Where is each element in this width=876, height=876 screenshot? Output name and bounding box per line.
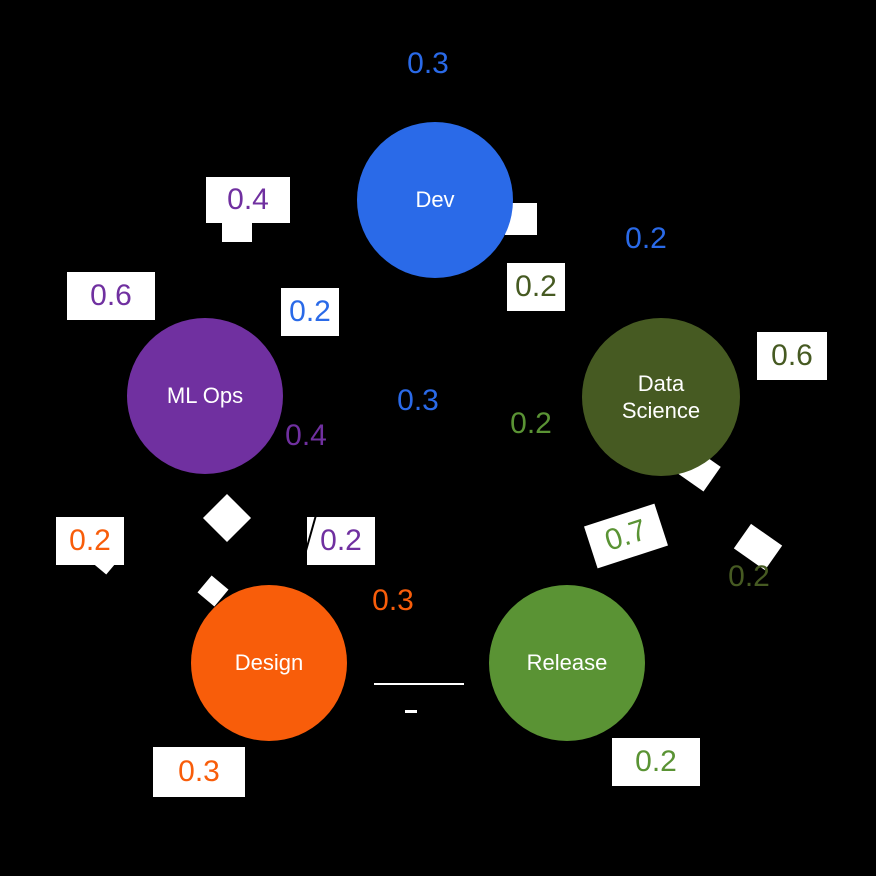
node-ml-ops: ML Ops — [127, 318, 283, 474]
edge-label: 0.7 — [584, 503, 668, 569]
edge-label: 0.3 — [397, 384, 439, 417]
node-design: Design — [191, 585, 347, 741]
node-data-science: Data Science — [582, 318, 740, 476]
edge-label: 0.2 — [281, 288, 339, 336]
arrowhead-box — [202, 493, 252, 543]
edge-label: 0.2 — [612, 738, 700, 786]
edge-label: 0.2 — [307, 517, 375, 565]
edge-label: 0.6 — [67, 272, 155, 320]
edge-label: 0.4 — [285, 419, 327, 452]
edge-label: 0.3 — [407, 47, 449, 80]
edge-label: 0.2 — [728, 560, 770, 593]
edge-line — [405, 709, 417, 713]
edge-label: 0.3 — [372, 584, 414, 617]
node-dev: Dev — [357, 122, 513, 278]
edge-label: 0.2 — [507, 263, 565, 311]
edge-label: 0.4 — [206, 177, 290, 223]
edge-label: 0.3 — [153, 747, 245, 797]
edge-line — [374, 683, 464, 685]
edge-label: 0.2 — [625, 222, 667, 255]
edge-label: 0.6 — [757, 332, 827, 380]
node-release: Release — [489, 585, 645, 741]
edge-label: 0.2 — [56, 517, 124, 565]
edge-label: 0.2 — [510, 407, 552, 440]
